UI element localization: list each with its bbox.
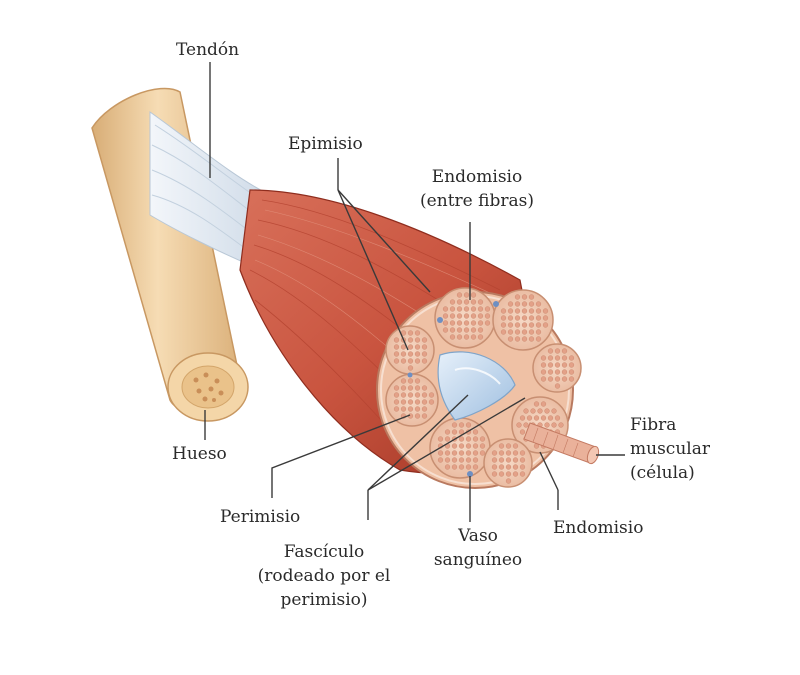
label-epimisio: Epimisio bbox=[288, 134, 363, 154]
label-fibra-line3: (célula) bbox=[630, 463, 695, 483]
label-fasciculo: Fascículo (rodeado por el perimisio) bbox=[244, 540, 404, 612]
label-fibra-line1: Fibra bbox=[630, 415, 677, 435]
label-fasciculo-line1: Fascículo bbox=[283, 542, 365, 562]
label-perimisio: Perimisio bbox=[220, 507, 301, 527]
label-fasciculo-line3: perimisio) bbox=[280, 590, 368, 610]
label-endomisio-top: Endomisio (entre fibras) bbox=[402, 165, 552, 213]
label-fasciculo-line2: (rodeado por el bbox=[257, 566, 391, 586]
label-hueso: Hueso bbox=[172, 444, 227, 464]
label-endomisio-top-line1: Endomisio bbox=[431, 167, 523, 187]
label-vaso-sanguineo: Vaso sanguíneo bbox=[418, 524, 538, 572]
label-tendon: Tendón bbox=[176, 40, 240, 60]
label-vaso-line1: Vaso bbox=[458, 526, 498, 546]
bone-marrow-dots bbox=[193, 372, 224, 402]
small-vessels bbox=[407, 301, 499, 477]
label-vaso-line2: sanguíneo bbox=[433, 550, 523, 570]
label-endomisio-top-line2: (entre fibras) bbox=[420, 191, 534, 211]
leader-lines bbox=[204, 62, 625, 522]
label-endomisio-bottom: Endomisio bbox=[553, 518, 644, 538]
label-fibra-muscular: Fibra muscular (célula) bbox=[630, 413, 710, 485]
label-fibra-line2: muscular bbox=[630, 439, 710, 459]
